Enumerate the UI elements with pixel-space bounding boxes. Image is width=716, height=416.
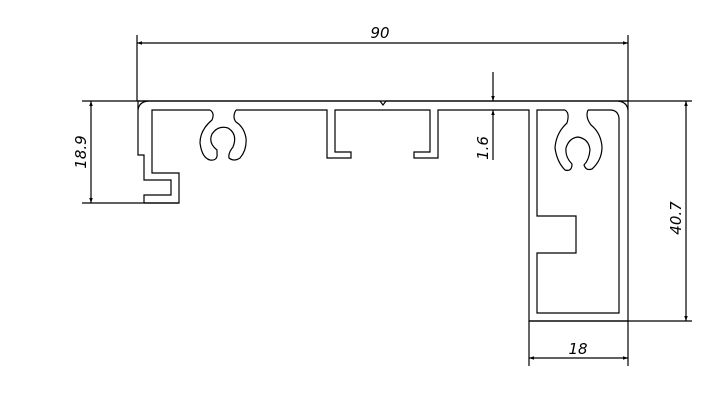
dimension-label-90: 90	[370, 24, 389, 42]
dimension-label-18: 18	[568, 340, 587, 358]
dimension-label-40-7: 40.7	[667, 201, 685, 235]
screw-slot-left	[199, 109, 247, 161]
dimension-label-1-6: 1.6	[474, 136, 492, 160]
dimension-label-18-9: 18.9	[72, 135, 90, 168]
profile-outer-contour	[137, 100, 629, 322]
corner-fillet-right	[617, 100, 629, 111]
screw-slot-right	[554, 109, 603, 171]
profile-left-foot	[144, 109, 210, 204]
profile-right-inner-box	[536, 109, 620, 314]
corner-fillet-left	[137, 100, 149, 111]
